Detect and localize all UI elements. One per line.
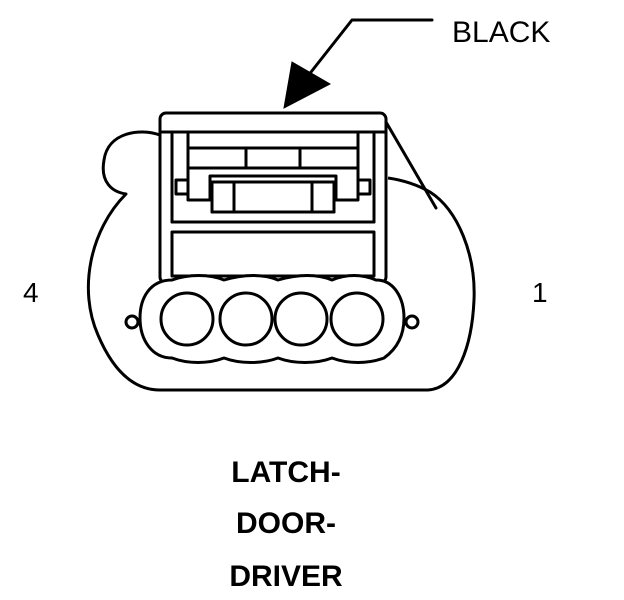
caption-line-3: DRIVER <box>229 560 343 593</box>
lock-top-block <box>186 130 360 150</box>
lock-knob-left <box>210 180 236 214</box>
caption-line-2: DOOR- <box>236 507 336 540</box>
lock-knob-right <box>310 180 336 214</box>
pin-cavity-4 <box>159 291 215 347</box>
callout-arrow <box>283 61 332 109</box>
mount-hole-right <box>404 314 420 330</box>
mount-hole-left <box>124 314 140 330</box>
callout-leader <box>298 18 434 88</box>
callout-label: BLACK <box>452 16 550 49</box>
pin-cavity-1 <box>329 291 385 347</box>
pin-cavity-3 <box>218 291 274 347</box>
pin-cavity-2 <box>273 291 329 347</box>
pin-label-right: 1 <box>532 277 548 308</box>
lock-tab-left <box>174 178 190 196</box>
lock-shoulders <box>186 166 360 202</box>
caption-line-1: LATCH- <box>231 456 340 489</box>
lock-middle-band <box>186 146 360 170</box>
latch-edge-line <box>384 120 438 210</box>
latch-lower-window <box>170 230 376 278</box>
lock-tab-right <box>356 178 372 196</box>
pin-label-left: 4 <box>23 277 39 308</box>
